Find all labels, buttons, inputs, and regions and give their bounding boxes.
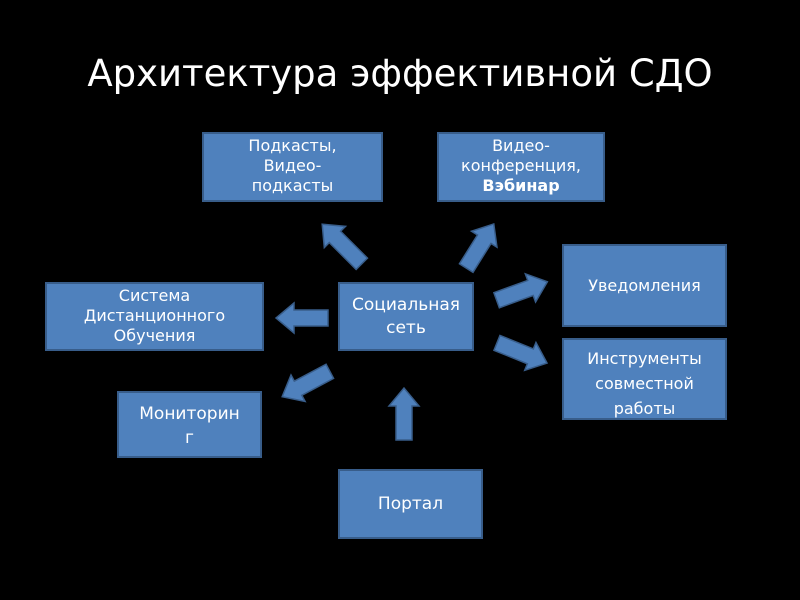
arrow-to-video-conference-icon — [458, 222, 498, 274]
node-text: Инструменты — [587, 349, 702, 368]
node-text: работы — [613, 399, 676, 418]
arrow-to-lms-icon — [274, 301, 329, 335]
node-text: Мониторин — [139, 404, 240, 424]
node-text: Видео- — [492, 136, 550, 155]
node-text: Видео- — [263, 156, 322, 175]
arrow-to-collaboration-tools-icon — [492, 334, 549, 372]
slide-title: Архитектура эффективной СДО — [87, 52, 713, 95]
arrow-to-podcasts-icon — [321, 223, 369, 271]
node-text: совместной — [595, 374, 694, 393]
node-social-network: Социальная сеть — [338, 282, 474, 351]
arrow-to-monitoring-icon — [281, 363, 335, 403]
node-monitoring: Мониторин г — [117, 391, 262, 458]
arrow-from-portal-icon — [387, 386, 421, 441]
node-video-conference: Видео- конференция, Вэбинар — [437, 132, 605, 202]
node-portal: Портал — [338, 469, 483, 539]
arrow-to-notifications-icon — [492, 272, 549, 309]
node-text: Подкасты, — [248, 136, 337, 155]
node-collaboration-tools: Инструменты совместной работы — [562, 338, 727, 420]
node-text: Дистанционного — [83, 306, 226, 325]
node-text: Обучения — [113, 326, 196, 345]
node-text: Уведомления — [588, 276, 701, 295]
node-text: Портал — [377, 494, 444, 514]
node-text: Вэбинар — [482, 176, 560, 195]
node-podcasts: Подкасты, Видео- подкасты — [202, 132, 383, 202]
node-text: Система — [118, 286, 191, 305]
node-notifications: Уведомления — [562, 244, 727, 327]
node-text: конференция, — [461, 156, 581, 175]
node-lms: Система Дистанционного Обучения — [45, 282, 264, 351]
node-text: сеть — [386, 318, 426, 338]
node-text: подкасты — [251, 176, 334, 195]
node-text: Социальная — [352, 295, 460, 315]
node-text: г — [185, 428, 194, 448]
